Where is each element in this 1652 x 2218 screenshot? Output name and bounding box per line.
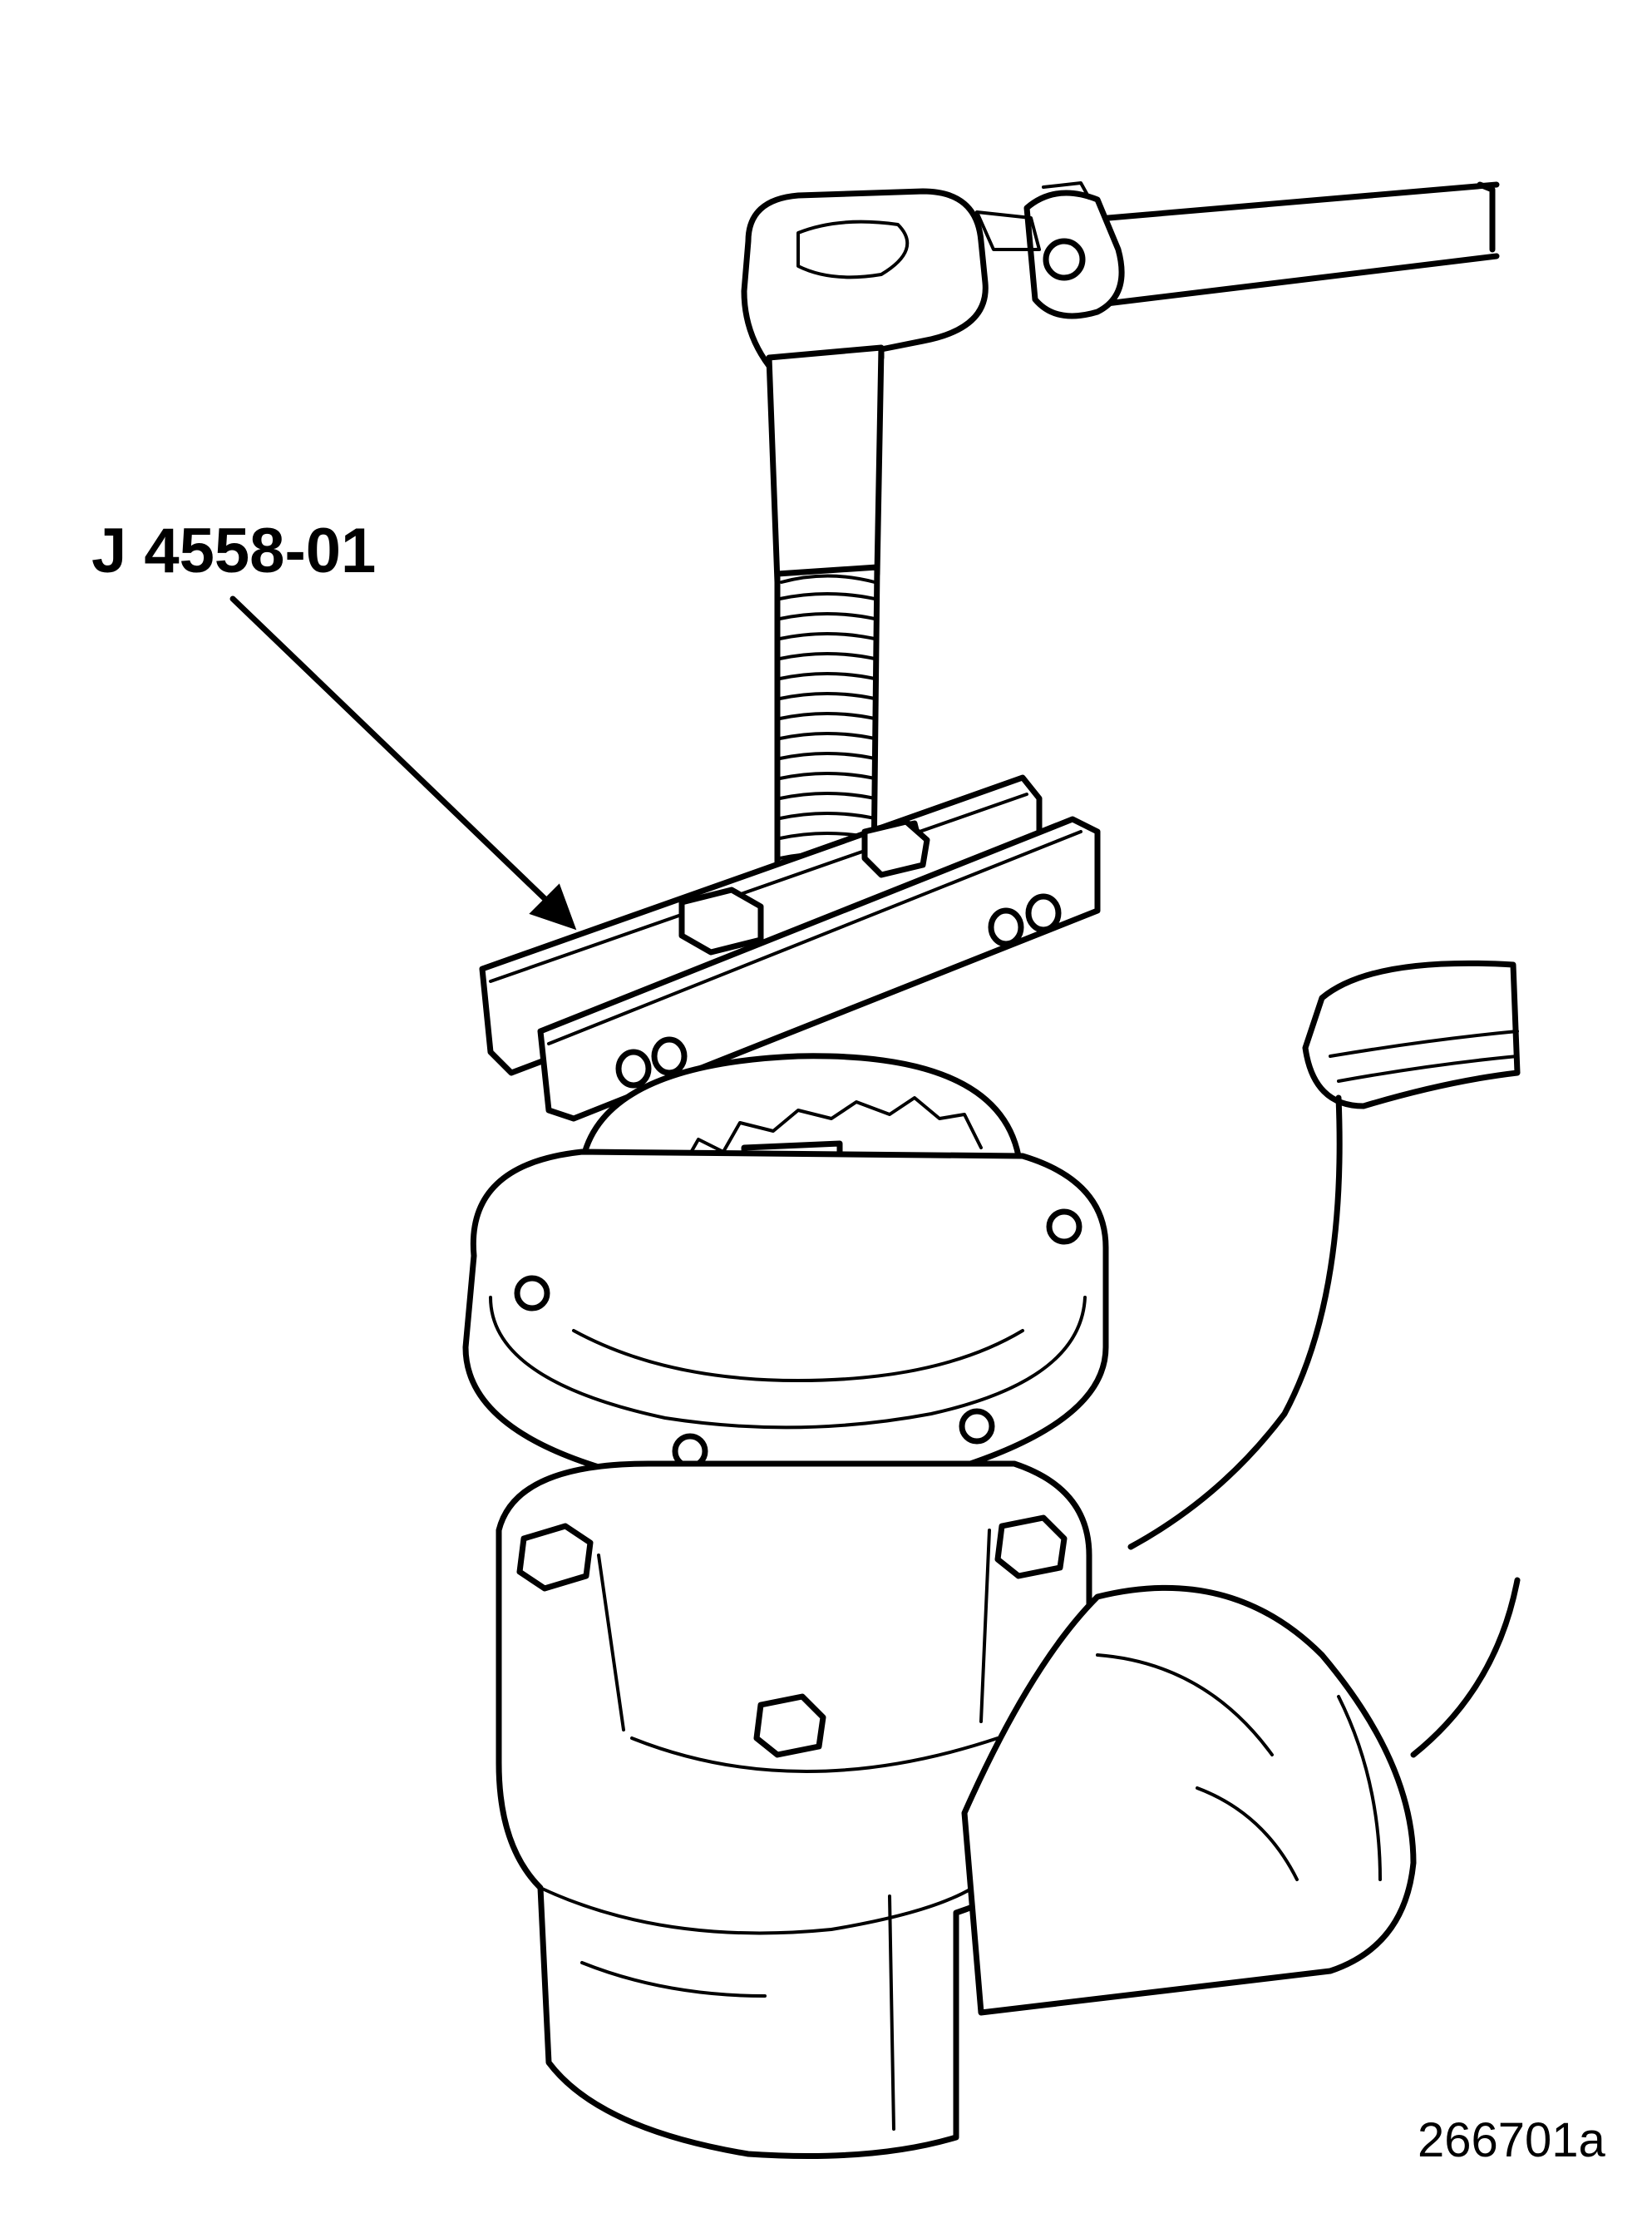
pump-housing (496, 1460, 1092, 2159)
ratchet-head (741, 188, 989, 369)
outlet-elbow (961, 1584, 1417, 2016)
screw-thread (778, 712, 876, 720)
screw-thread (778, 812, 876, 820)
mounting-flange (462, 1149, 1109, 1500)
screw-thread (778, 632, 876, 640)
screw-thread (778, 692, 876, 700)
screw-thread (778, 732, 876, 740)
puller-bar-front (537, 816, 1101, 1122)
figure-id-label: 266701a (1418, 2113, 1605, 2167)
screw-thread (778, 772, 876, 780)
ratchet-handle (975, 181, 1500, 319)
inlet-pipe (1127, 960, 1521, 1758)
bar-bolts (678, 818, 930, 956)
tool-leader-arrow (229, 595, 577, 931)
screw-thread (778, 672, 876, 680)
screw-thread (778, 752, 876, 760)
screw-thread (778, 652, 876, 660)
screw-thread (778, 592, 876, 600)
tool-number-label: J 4558-01 (91, 516, 377, 586)
screw-thread (778, 612, 876, 620)
screw-thread (778, 792, 876, 800)
